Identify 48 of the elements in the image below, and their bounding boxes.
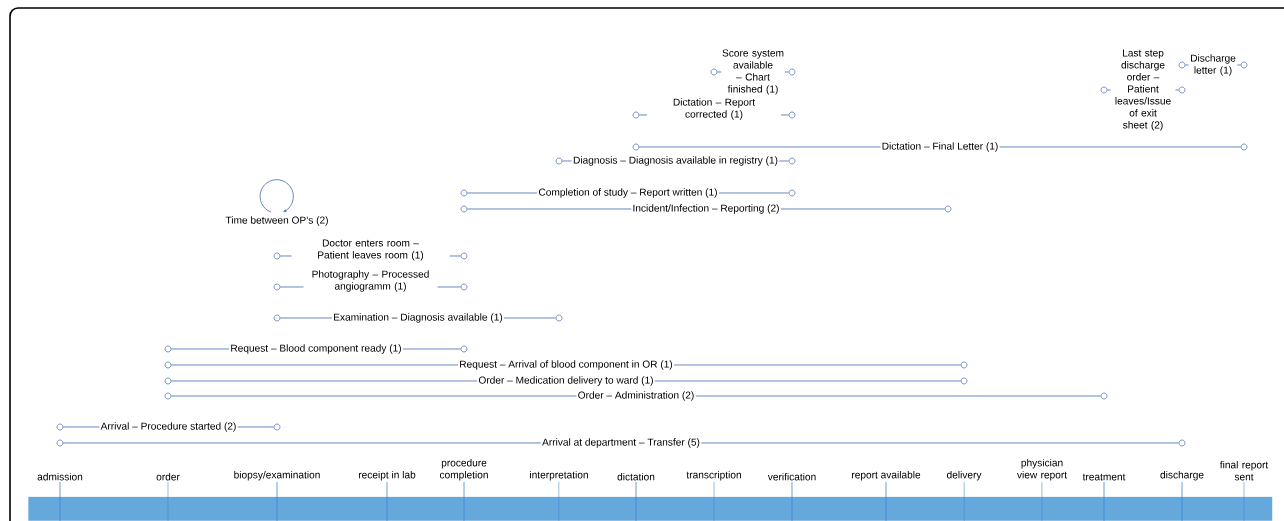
milestone-label: physician view report xyxy=(1017,458,1067,481)
edge-label: Last step discharge order – Patient leaves/Issue of exit sheet (2) xyxy=(1110,49,1176,131)
edge-label: Discharge letter (1) xyxy=(1188,53,1238,77)
milestone-label: interpretation xyxy=(530,470,588,481)
milestone-label: order xyxy=(156,472,180,481)
edge-label: Score system available – Chart finished (1) xyxy=(721,49,785,95)
edge-label: Order – Administration (2) xyxy=(576,389,696,403)
milestone-label: admission xyxy=(37,472,83,481)
interval-line xyxy=(638,146,1242,148)
tick-line xyxy=(59,481,61,521)
milestone-label: dictation xyxy=(617,472,655,481)
tick-line xyxy=(635,481,637,521)
tick-line xyxy=(791,481,793,521)
edge-label: Arrival – Procedure started (2) xyxy=(99,420,238,434)
milestone-label: final report sent xyxy=(1219,460,1269,481)
interval-line xyxy=(170,395,1102,397)
edge-label: Examination – Diagnosis available (1) xyxy=(331,311,505,325)
edge-label: Diagnosis – Diagnosis available in registry (1) xyxy=(571,154,780,168)
edge-label: Dictation – Report corrected (1) xyxy=(646,97,782,121)
milestone-label: transcription xyxy=(686,470,741,481)
interval-line xyxy=(170,380,962,382)
edge-label: Photography – Processed angiogramm (1) xyxy=(303,269,438,293)
tick-line xyxy=(885,481,887,521)
edge-label: Doctor enters room – Patient leaves room (1) xyxy=(291,239,450,261)
tick-line xyxy=(276,481,278,521)
milestone-label: receipt in lab xyxy=(358,470,416,481)
tick-line xyxy=(386,481,388,521)
edge-label: Request – Blood component ready (1) xyxy=(229,342,403,356)
loop-arrow xyxy=(259,179,294,213)
tick-line xyxy=(463,481,465,521)
milestone-label: report available xyxy=(852,470,921,481)
milestone-label: verification xyxy=(767,472,816,481)
milestone-label: delivery xyxy=(946,470,982,481)
edge-label: Arrival at department – Transfer (5) xyxy=(540,436,702,450)
edge-label: Order – Medication delivery to ward (1) xyxy=(477,374,655,388)
edge-label: Completion of study – Report written (1) xyxy=(537,186,719,200)
milestone-label: biopsy/examination xyxy=(234,470,320,481)
edge-label: Incident/Infection – Reporting (2) xyxy=(631,202,781,216)
edge-label: Dictation – Final Letter (1) xyxy=(880,140,1000,154)
milestone-label: procedure completion xyxy=(439,458,488,481)
edge-label: Request – Arrival of blood component in OR (1) xyxy=(457,358,675,372)
timeline-bar xyxy=(28,496,1273,521)
interval-line xyxy=(62,442,1180,444)
tick-line xyxy=(1181,481,1183,521)
milestone-label: discharge xyxy=(1160,470,1204,481)
loop-label: Time between OP’s (2) xyxy=(225,216,328,226)
milestone-label: treatment xyxy=(1082,473,1126,481)
tick-line xyxy=(1103,481,1105,521)
